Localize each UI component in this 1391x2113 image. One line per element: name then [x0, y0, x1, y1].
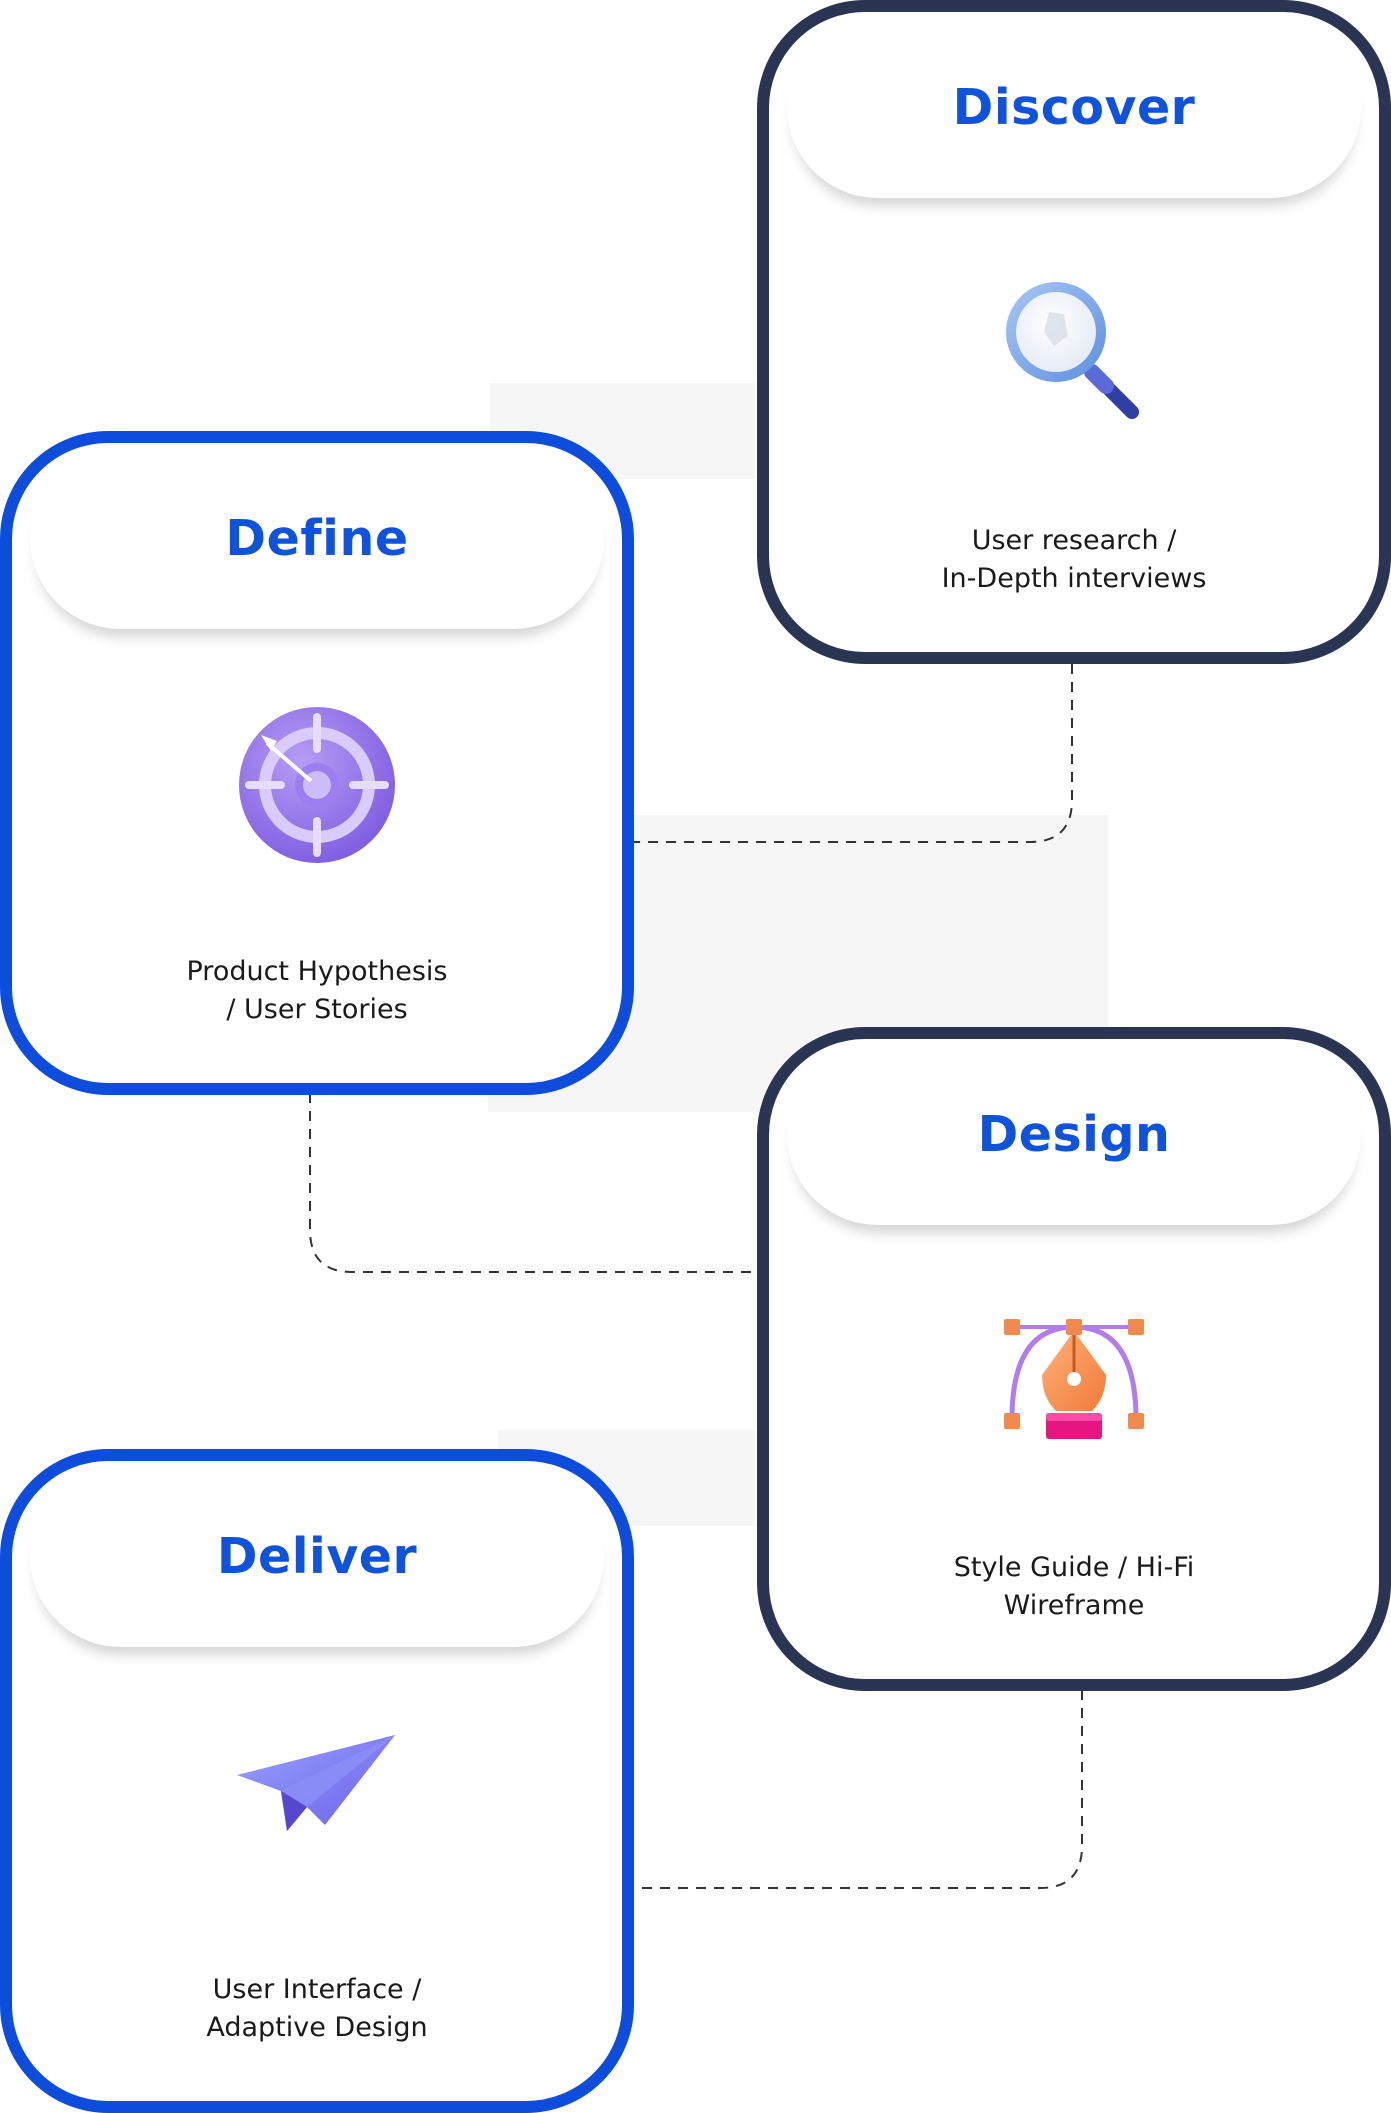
connector-design-deliver [632, 1690, 1083, 1889]
description-line: Wireframe [1003, 1590, 1145, 1621]
description-line: User Interface / [212, 1974, 422, 2005]
description-line: Style Guide / Hi-Fi [953, 1552, 1195, 1583]
magnifier-icon [994, 274, 1154, 434]
description-line: User research / [971, 525, 1177, 556]
stage-title: Discover [952, 78, 1196, 136]
stage-card-design: Design Style Guide / Hi-Fi Wiref [757, 1027, 1391, 1691]
description-line: Adaptive Design [206, 2012, 428, 2043]
connector-define-design [309, 1093, 758, 1273]
stage-header: Design [787, 1043, 1361, 1225]
stage-description: User Interface / Adaptive Design [52, 1971, 582, 2047]
description-line: Product Hypothesis [186, 956, 448, 987]
stage-header: Deliver [30, 1465, 604, 1647]
stage-description: Style Guide / Hi-Fi Wireframe [809, 1549, 1339, 1625]
description-line: / User Stories [226, 994, 408, 1025]
stage-header: Define [30, 447, 604, 629]
stage-header: Discover [787, 16, 1361, 198]
stage-description: Product Hypothesis / User Stories [52, 953, 582, 1029]
stage-title: Deliver [216, 1527, 418, 1585]
stage-title: Design [977, 1105, 1171, 1163]
paper-plane-icon [237, 1723, 397, 1883]
description-line: In-Depth interviews [941, 563, 1207, 594]
stage-card-discover: Discover User research / In-Depth interv… [757, 0, 1391, 664]
target-icon [237, 705, 397, 865]
stage-description: User research / In-Depth interviews [809, 522, 1339, 598]
pen-tool-icon [994, 1301, 1154, 1461]
stage-title: Define [225, 509, 409, 567]
stage-card-deliver: Deliver User Interface / Adaptive Design [0, 1449, 634, 2113]
stage-card-define: Define Product Hypothesis / User Stories [0, 431, 634, 1095]
connector-discover-define [632, 664, 1073, 843]
